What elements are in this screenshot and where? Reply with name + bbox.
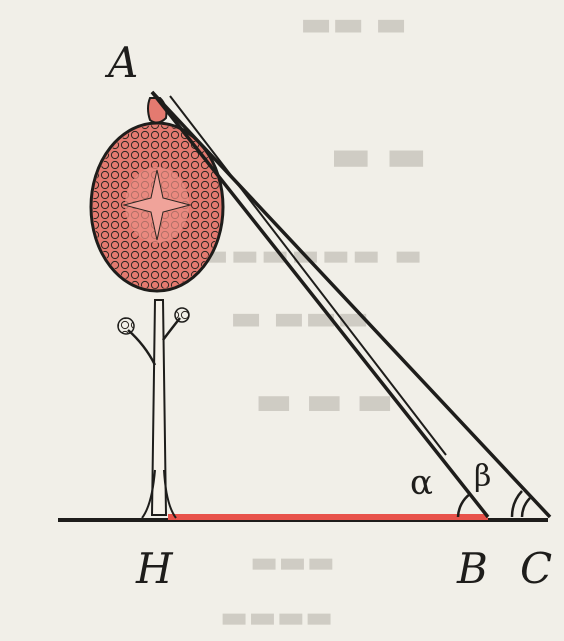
angle-label-beta: β (474, 459, 492, 494)
point-label-c: C (520, 544, 553, 593)
angle-arc-beta-outer (510, 490, 523, 518)
line-ac (150, 90, 552, 519)
point-label-h: H (136, 544, 173, 593)
line-ab (150, 90, 490, 519)
point-label-b: B (457, 544, 488, 593)
angle-arc-alpha (456, 492, 471, 518)
tree-icon (89, 97, 225, 519)
point-label-a: A (108, 38, 139, 87)
angle-label-alpha: α (410, 463, 433, 503)
line-a-inner (169, 95, 447, 456)
angle-arc-beta-inner (520, 497, 531, 518)
